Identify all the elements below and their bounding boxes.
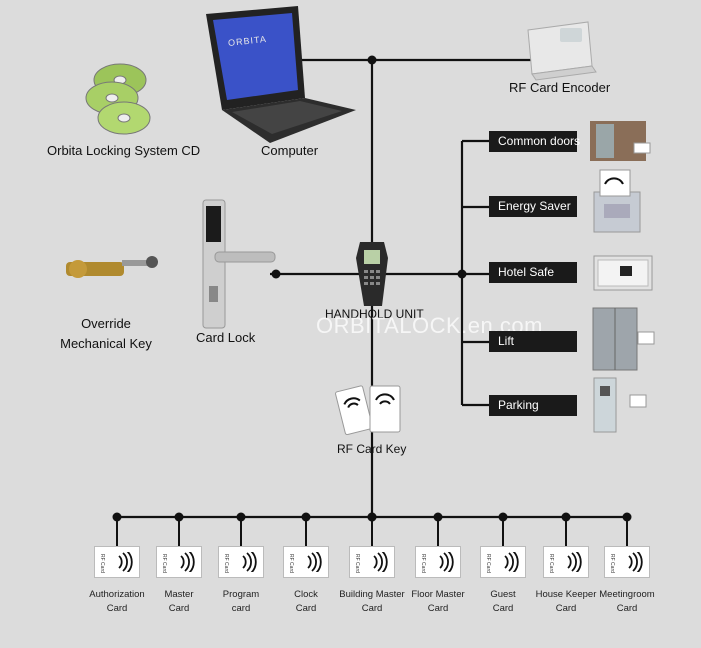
card-type-label-line2: Card [492,603,514,614]
wireless-icon [307,552,322,572]
handhold-unit-icon [356,242,388,306]
card-type-label-line2: Card [555,603,577,614]
branch-label-0: Common doors [489,131,580,152]
common-door-photo-icon [590,121,651,161]
energy-saver-photo-icon [593,169,641,233]
parking-gate-photo-icon [593,377,647,433]
encoder-label: RF Card Encoder [509,80,611,95]
card-type-label-line1: Program [222,589,260,600]
rf-card-text: RF Card [161,554,167,573]
rf-card-text: RF Card [99,554,105,573]
rf-encoder-icon [527,21,597,81]
rf-card-text: RF Card [354,554,360,573]
rf-card-text: RF Card [548,554,554,573]
laptop-icon [206,6,356,143]
card-lock-icon [202,199,276,329]
hotel-safe-photo-icon [593,255,653,291]
mechanical-key-icon [66,256,158,278]
rf-card-text: RF Card [223,554,229,573]
rf-card-icon: RF Card [604,546,650,578]
card-type-label-line2: Card [168,603,190,614]
lift-photo-icon [592,307,655,371]
card-type-label-line2: Card [361,603,383,614]
rf-card-icon: RF Card [283,546,329,578]
rf-card-icon: RF Card [480,546,526,578]
card-type-label-line1: Authorization [89,589,145,600]
card-type-label-line1: Building Master [339,589,405,600]
card-type-label-line2: Card [106,603,128,614]
branch-label-1: Energy Saver [489,196,577,217]
card-lock-label: Card Lock [196,330,256,345]
handhold-unit-label: HANDHOLD UNIT [325,307,424,321]
card-type-label-line1: Floor Master [411,589,465,600]
card-type-label-line2: Card [295,603,317,614]
rf-card-icon: RF Card [94,546,140,578]
override-label-line2: Mechanical Key [60,336,152,351]
wireless-icon [628,552,643,572]
rf-card-icon: RF Card [415,546,461,578]
rf-card-key-icon [335,385,401,436]
wireless-icon [373,552,388,572]
card-type-label-line2: Card [616,603,638,614]
rf-card-icon: RF Card [218,546,264,578]
wireless-icon [118,552,133,572]
rf-card-icon: RF Card [349,546,395,578]
wireless-icon [567,552,582,572]
wireless-icon [242,552,257,572]
card-drop-lines [112,512,632,546]
branch-label-3: Lift [489,331,577,352]
cd-discs-icon [85,63,151,135]
card-type-label-line1: Clock [294,589,318,600]
wireless-icon [439,552,454,572]
rf-card-key-label: RF Card Key [337,442,407,456]
card-type-label-line1: Guest [490,589,516,600]
rf-card-icon: RF Card [543,546,589,578]
rf-card-text: RF Card [420,554,426,573]
card-type-label-line2: Card [427,603,449,614]
override-label-line1: Override [81,316,131,331]
card-type-label-line2: card [231,603,251,614]
rf-card-text: RF Card [609,554,615,573]
card-type-label-line1: Meetingroom [599,589,655,600]
rf-card-icon: RF Card [156,546,202,578]
branch-label-2: Hotel Safe [489,262,577,283]
rf-card-text: RF Card [485,554,491,573]
rf-card-text: RF Card [288,554,294,573]
branch-label-4: Parking [489,395,577,416]
cd-label: Orbita Locking System CD [47,143,201,158]
card-type-label-line1: House Keeper [535,589,597,600]
wireless-icon [180,552,195,572]
computer-label: Computer [261,143,319,158]
wireless-icon [504,552,519,572]
card-type-label-line1: Master [164,589,194,600]
